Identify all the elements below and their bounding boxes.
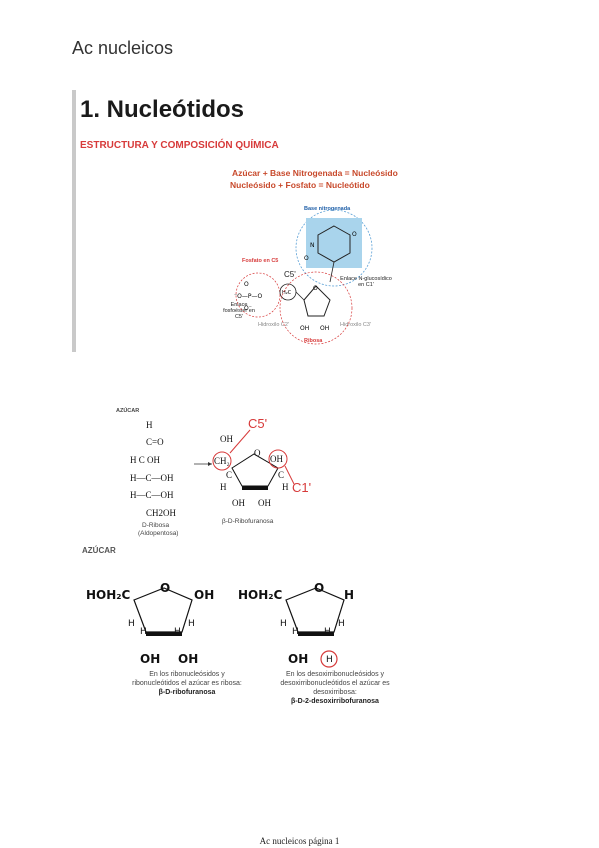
svg-text:OH: OH xyxy=(300,325,309,332)
svg-text:OH: OH xyxy=(258,498,271,508)
deoxyribose-caption-line-1: En los desoxirribonucleósidos y xyxy=(285,671,385,678)
linear-caption-2: (Aldopentosa) xyxy=(138,530,179,537)
svg-text:H: H xyxy=(326,655,333,665)
svg-text:OH: OH xyxy=(270,454,283,464)
slide-heading: 1. Nucleótidos xyxy=(80,96,245,123)
deoxyribose-caption-line-4: β-D-2-desoxirribofuranosa xyxy=(291,698,379,705)
deoxyribose-caption-line-2: desoxirribonucleótidos el azúcar es xyxy=(280,680,390,687)
svg-text:⁻O—P—O: ⁻O—P—O xyxy=(234,293,263,300)
svg-text:OH: OH xyxy=(194,588,214,602)
svg-text:OH: OH xyxy=(288,652,308,666)
svg-text:O: O xyxy=(244,281,249,288)
ring-caption: β-D-Ribofuranosa xyxy=(222,518,274,525)
figure3-sugar-label: AZÚCAR xyxy=(82,546,116,555)
svg-text:C: C xyxy=(226,470,232,480)
c5-prime-label: C5' xyxy=(248,416,268,431)
svg-text:H₂C: H₂C xyxy=(282,290,292,296)
furanose-comparison-svg: HOH₂C O OH H H H H OH OH HOH₂C O H H H H… xyxy=(86,581,354,668)
phosphoester-label: Enlace fosfoéster en C5' xyxy=(223,302,255,320)
ribose-deoxyribose-figure: HOH₂C O OH H H H H OH OH HOH₂C O H H H H… xyxy=(82,578,412,713)
n-glycosidic-label: Enlace N-glucosídico en C1' xyxy=(340,276,392,288)
svg-text:H: H xyxy=(220,482,227,492)
ribofuranose-ring-svg: OH CH₂ O OH C H C H OH OH xyxy=(194,429,295,508)
svg-text:H: H xyxy=(338,619,345,629)
svg-text:H: H xyxy=(344,588,354,602)
slide-subheading: ESTRUCTURA Y COMPOSICIÓN QUÍMICA xyxy=(80,140,279,151)
equation-nucleotide: Nucleósido + Fosfato = Nucleótido xyxy=(230,180,370,190)
page-footer: Ac nucleicos página 1 xyxy=(259,836,340,846)
linear-c4: H—C—OH xyxy=(130,490,174,500)
ribose-caption-line-1: En los ribonucleósidos y xyxy=(149,671,225,678)
hydroxyl-c2-label: Hidroxilo C2' xyxy=(258,322,290,328)
svg-text:OH: OH xyxy=(320,325,329,332)
figure2-sugar-label: AZÚCAR xyxy=(116,408,140,414)
svg-text:HOH₂C: HOH₂C xyxy=(238,588,283,602)
svg-text:OH: OH xyxy=(140,652,160,666)
ribose-caption-line-2: ribonucleótidos el azúcar es ribosa: xyxy=(132,680,242,687)
svg-text:H: H xyxy=(292,627,299,637)
nucleotide-structure-diagram: O N O O ⁻O—P—O O⁻ H₂C O OH OH xyxy=(234,209,373,345)
ribose-linear-ring-figure: AZÚCAR H C=O H C OH H—C—OH H—C—OH CH2OH … xyxy=(82,406,382,546)
ribose-label: Ribosa xyxy=(304,338,323,344)
deoxyribose-caption: En los desoxirribonucleósidos y desoxirr… xyxy=(250,670,420,706)
ribose-caption-line-3: β-D-ribofuranosa xyxy=(158,689,216,696)
svg-text:H: H xyxy=(128,619,135,629)
svg-text:CH₂: CH₂ xyxy=(214,456,230,466)
linear-h: H xyxy=(146,420,153,430)
svg-text:O: O xyxy=(314,581,324,595)
svg-text:C: C xyxy=(278,470,284,480)
svg-text:HOH₂C: HOH₂C xyxy=(86,588,131,602)
hydroxyl-c3-label: Hidroxilo C3' xyxy=(340,322,372,328)
slide-border xyxy=(72,90,76,352)
svg-text:OH: OH xyxy=(220,434,233,444)
svg-text:O⁻: O⁻ xyxy=(244,305,252,312)
svg-text:O: O xyxy=(254,448,261,458)
base-label: Base nitrogenada xyxy=(304,206,351,212)
linear-c5: CH2OH xyxy=(146,508,177,518)
linear-c3: H—C—OH xyxy=(130,473,174,483)
linear-c2: H C OH xyxy=(130,455,161,465)
ribose-caption: En los ribonucleósidos y ribonucleótidos… xyxy=(112,670,262,697)
svg-text:OH: OH xyxy=(178,652,198,666)
document-title: Ac nucleicos xyxy=(72,38,174,58)
deoxyribose-caption-line-3: desoxirribosa: xyxy=(313,689,357,696)
svg-text:N: N xyxy=(310,242,315,249)
svg-text:H: H xyxy=(280,619,287,629)
svg-text:H: H xyxy=(140,627,147,637)
c5-label: C5' xyxy=(284,270,296,279)
phosphate-label: Fosfato en C5 xyxy=(242,258,279,264)
svg-text:OH: OH xyxy=(232,498,245,508)
equation-nucleoside: Azúcar + Base Nitrogenada = Nucleósido xyxy=(232,168,398,178)
svg-text:O: O xyxy=(352,231,357,238)
linear-caption-1: D-Ribosa xyxy=(142,522,170,529)
linear-co: C=O xyxy=(146,437,164,447)
nucleotide-slide: 1. Nucleótidos ESTRUCTURA Y COMPOSICIÓN … xyxy=(72,90,398,352)
c1-prime-label: C1' xyxy=(292,480,312,495)
svg-text:O: O xyxy=(313,285,318,292)
svg-text:H: H xyxy=(188,619,195,629)
svg-text:H: H xyxy=(282,482,289,492)
svg-text:O: O xyxy=(304,255,309,262)
